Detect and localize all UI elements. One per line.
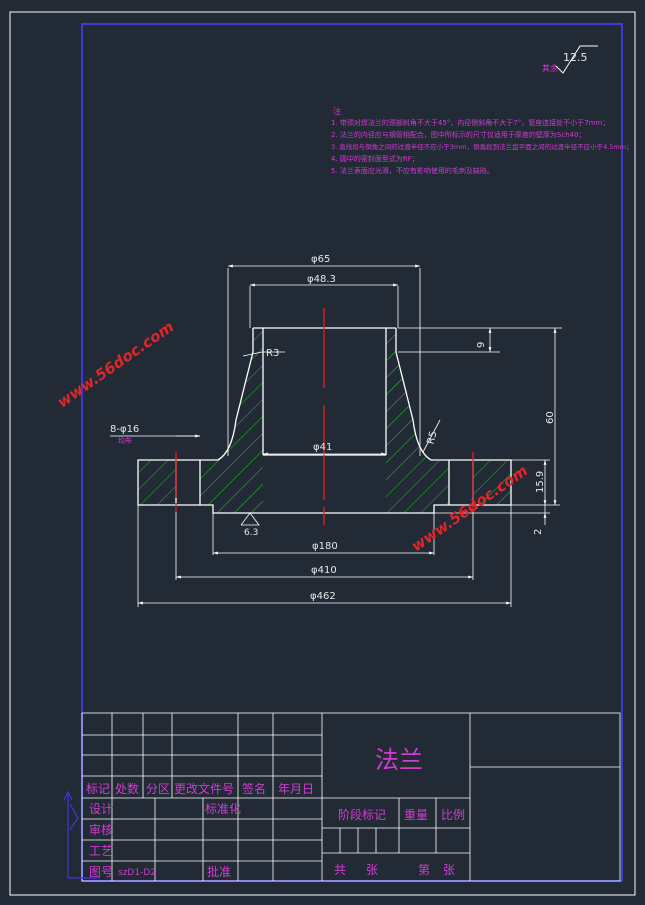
- left-flange-outer-hatch: [138, 460, 176, 505]
- technical-notes: 注 1. 带颈对焊法兰的颈部斜角不大于45°，内径侧斜角不大于7°，管座连接处不…: [331, 106, 633, 175]
- tb-change-doc: 更改文件号: [174, 781, 234, 796]
- tb-review: 审核: [89, 822, 113, 837]
- drawing-title: 法兰: [375, 746, 423, 774]
- dim-phi180: φ180: [312, 541, 338, 552]
- dim-phi48: φ48.3: [307, 274, 336, 285]
- tb-mark: 标记: [86, 782, 110, 796]
- dim-phi41: φ41: [313, 442, 332, 453]
- tb-count: 处数: [115, 781, 139, 796]
- note-line-3: 3. 直线段与倒角之间的过渡半径不应小于3mm，倒角段到法兰盘平面之间的过渡半径…: [331, 142, 633, 151]
- dim-r5: R5: [426, 430, 440, 446]
- dim-60: 60: [545, 411, 556, 424]
- roughness-value: 12.5: [563, 51, 588, 64]
- tb-scale: 比例: [441, 808, 465, 822]
- tb-process: 工艺: [89, 844, 113, 858]
- roughness-label: 其余: [542, 63, 558, 73]
- roughness-symbol: 其余 12.5: [542, 45, 598, 74]
- title-block: [81, 712, 621, 882]
- tb-drawing-no: 图号: [89, 865, 113, 879]
- tb-design: 设计: [89, 802, 113, 816]
- dim-15-9: 15.9: [535, 471, 546, 493]
- tb-drawing-no-value: szD1-D2: [118, 868, 156, 878]
- tb-sheets: 张: [366, 863, 378, 877]
- note-line-5: 5. 法兰表面应光滑，不应有影响使用的毛刺及缺陷。: [331, 166, 494, 175]
- sheet-border: [9, 11, 636, 896]
- tb-date: 年月日: [278, 782, 314, 796]
- flange-section: [137, 308, 512, 525]
- tb-total: 共: [334, 863, 346, 877]
- title-block-text: 法兰 标记 处数 分区 更改文件号 签名 年月日 设计 标准化 审核 工艺 图号…: [86, 746, 465, 879]
- tb-sign: 签名: [242, 781, 266, 796]
- tb-standardization: 标准化: [205, 802, 241, 816]
- drawing-frame: [81, 23, 623, 882]
- right-flange-outer-hatch: [473, 460, 511, 505]
- dimensions: [110, 264, 562, 607]
- left-hatch-region: [200, 328, 263, 513]
- note-line-2: 2. 法兰的内径应与钢管相配合，图中所标示的尺寸仅适用于厚度的壁厚为Sch40；: [331, 130, 586, 139]
- note-line-1: 1. 带颈对焊法兰的颈部斜角不大于45°，内径侧斜角不大于7°，管座连接处不小于…: [331, 118, 609, 127]
- tb-zone: 分区: [146, 782, 170, 796]
- dim-phi462: φ462: [310, 591, 336, 602]
- right-hatch-region: [386, 328, 449, 513]
- notes-header: 注: [333, 106, 341, 116]
- dim-holes: 8-φ16: [110, 424, 139, 435]
- dim-r3: R3: [266, 348, 279, 359]
- dim-holes-note: 均布: [118, 436, 132, 445]
- dim-phi410: φ410: [311, 565, 337, 576]
- tb-sheet-unit: 张: [443, 863, 455, 877]
- tb-approve: 批准: [207, 864, 231, 879]
- ucs-icon: [63, 790, 100, 879]
- dimension-labels: φ65 φ48.3 R3 9 8-φ16 均布 R5 60 φ41 15.9 2…: [110, 254, 556, 602]
- tb-sheet-no: 第: [418, 863, 430, 877]
- dim-phi65: φ65: [311, 254, 330, 265]
- tb-weight: 重量: [404, 808, 428, 822]
- note-line-4: 4. 圆中的密封面型式为RF；: [331, 154, 419, 163]
- tb-stage-mark: 阶段标记: [338, 807, 386, 822]
- watermark-left: www.56doc.com: [54, 318, 177, 412]
- dim-roughness-63: 6.3: [244, 528, 258, 538]
- dim-9: 9: [476, 342, 487, 348]
- dim-2: 2: [533, 529, 544, 535]
